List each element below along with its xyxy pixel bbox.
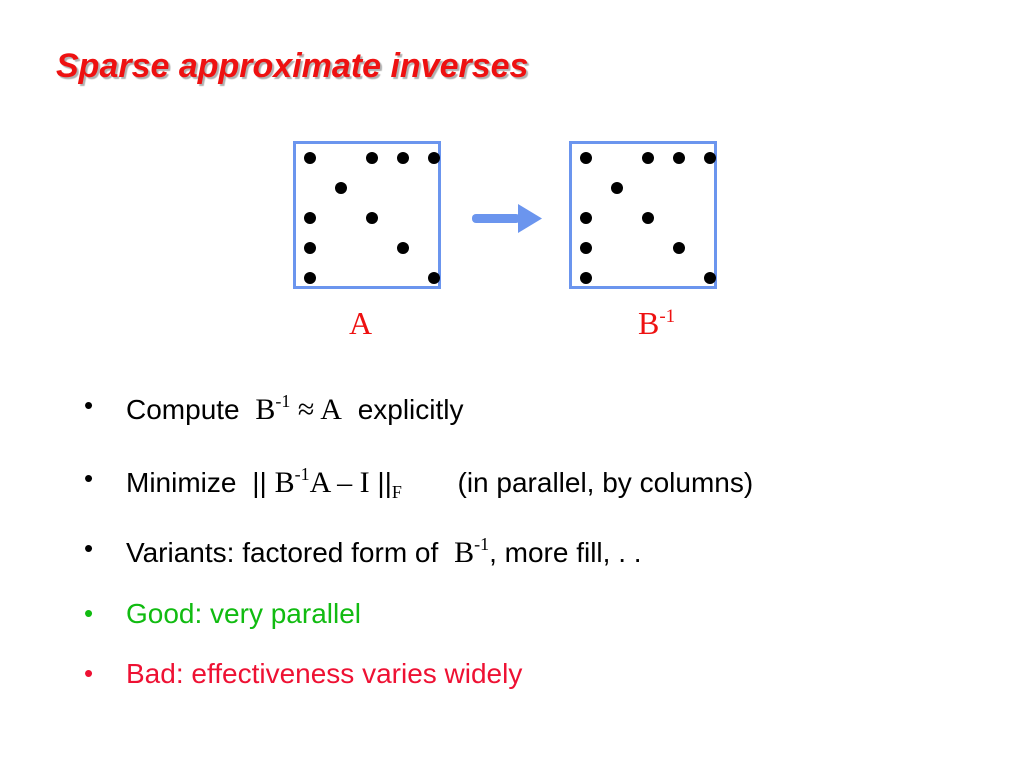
- bullet-variants-math: B-1: [454, 534, 490, 569]
- bullet-minimize-math: B-1A – I: [274, 464, 370, 499]
- sparsity-dot: [428, 152, 440, 164]
- sparsity-dot: [304, 272, 316, 284]
- bullet-marker: •: [84, 390, 94, 420]
- bullet-minimize-suffix: (in parallel, by columns): [457, 467, 754, 498]
- sparsity-dot: [642, 212, 654, 224]
- sparsity-dot: [580, 152, 592, 164]
- bullet-variants-suffix: , more fill, . .: [489, 537, 642, 568]
- sparsity-dot: [580, 272, 592, 284]
- sparsity-dot: [704, 152, 716, 164]
- sparsity-dot: [428, 272, 440, 284]
- slide-title: Sparse approximate inverses: [56, 47, 529, 85]
- right-arrow-icon: [472, 204, 542, 233]
- bullet-compute-prefix: Compute: [126, 394, 240, 425]
- math-sup: -1: [294, 464, 310, 484]
- bullet-compute-suffix: explicitly: [357, 394, 464, 425]
- sparsity-dot: [580, 242, 592, 254]
- bullet-compute-math: B-1 ≈ A: [255, 391, 342, 426]
- sparsity-dot: [304, 242, 316, 254]
- sparsity-dot: [580, 212, 592, 224]
- norm-open: ||: [252, 467, 267, 498]
- sparsity-dot: [704, 272, 716, 284]
- math-b: B: [274, 466, 295, 499]
- math-rest: ≈ A: [290, 393, 342, 426]
- matrix-b-label-base: B: [638, 305, 660, 341]
- matrix-a-label: A: [349, 305, 373, 341]
- sparsity-dot: [304, 212, 316, 224]
- math-sup: -1: [275, 391, 291, 411]
- bullet-marker: •: [84, 463, 94, 493]
- bullet-marker: •: [84, 598, 94, 628]
- sparsity-dot: [642, 152, 654, 164]
- sparsity-dot: [611, 182, 623, 194]
- sparsity-dot: [304, 152, 316, 164]
- bullet-bad-text: Bad: effectiveness varies widely: [126, 658, 523, 689]
- matrix-b-inverse-label: B-1: [638, 307, 675, 339]
- bullet-marker: •: [84, 533, 94, 563]
- sparsity-dot: [397, 242, 409, 254]
- math-rest: A – I: [309, 466, 370, 499]
- math-b: B: [255, 393, 276, 426]
- norm-close: ||: [377, 467, 392, 498]
- sparsity-dot: [366, 152, 378, 164]
- sparsity-dot: [366, 212, 378, 224]
- bullet-good-text: Good: very parallel: [126, 598, 362, 629]
- bullet-variants-prefix: Variants: factored form of: [126, 537, 439, 568]
- matrix-b-inverse-sparsity-box: [569, 141, 717, 289]
- math-sup: -1: [474, 534, 490, 554]
- sparsity-dot: [397, 152, 409, 164]
- matrix-b-label-sup: -1: [659, 306, 676, 327]
- math-sub: F: [391, 482, 402, 502]
- bullet-marker: •: [84, 658, 94, 688]
- sparsity-dot: [335, 182, 347, 194]
- sparsity-dot: [673, 152, 685, 164]
- sparsity-dot: [673, 242, 685, 254]
- math-b: B: [454, 536, 475, 569]
- bullet-minimize-prefix: Minimize: [126, 467, 237, 498]
- matrix-a-sparsity-box: [293, 141, 441, 289]
